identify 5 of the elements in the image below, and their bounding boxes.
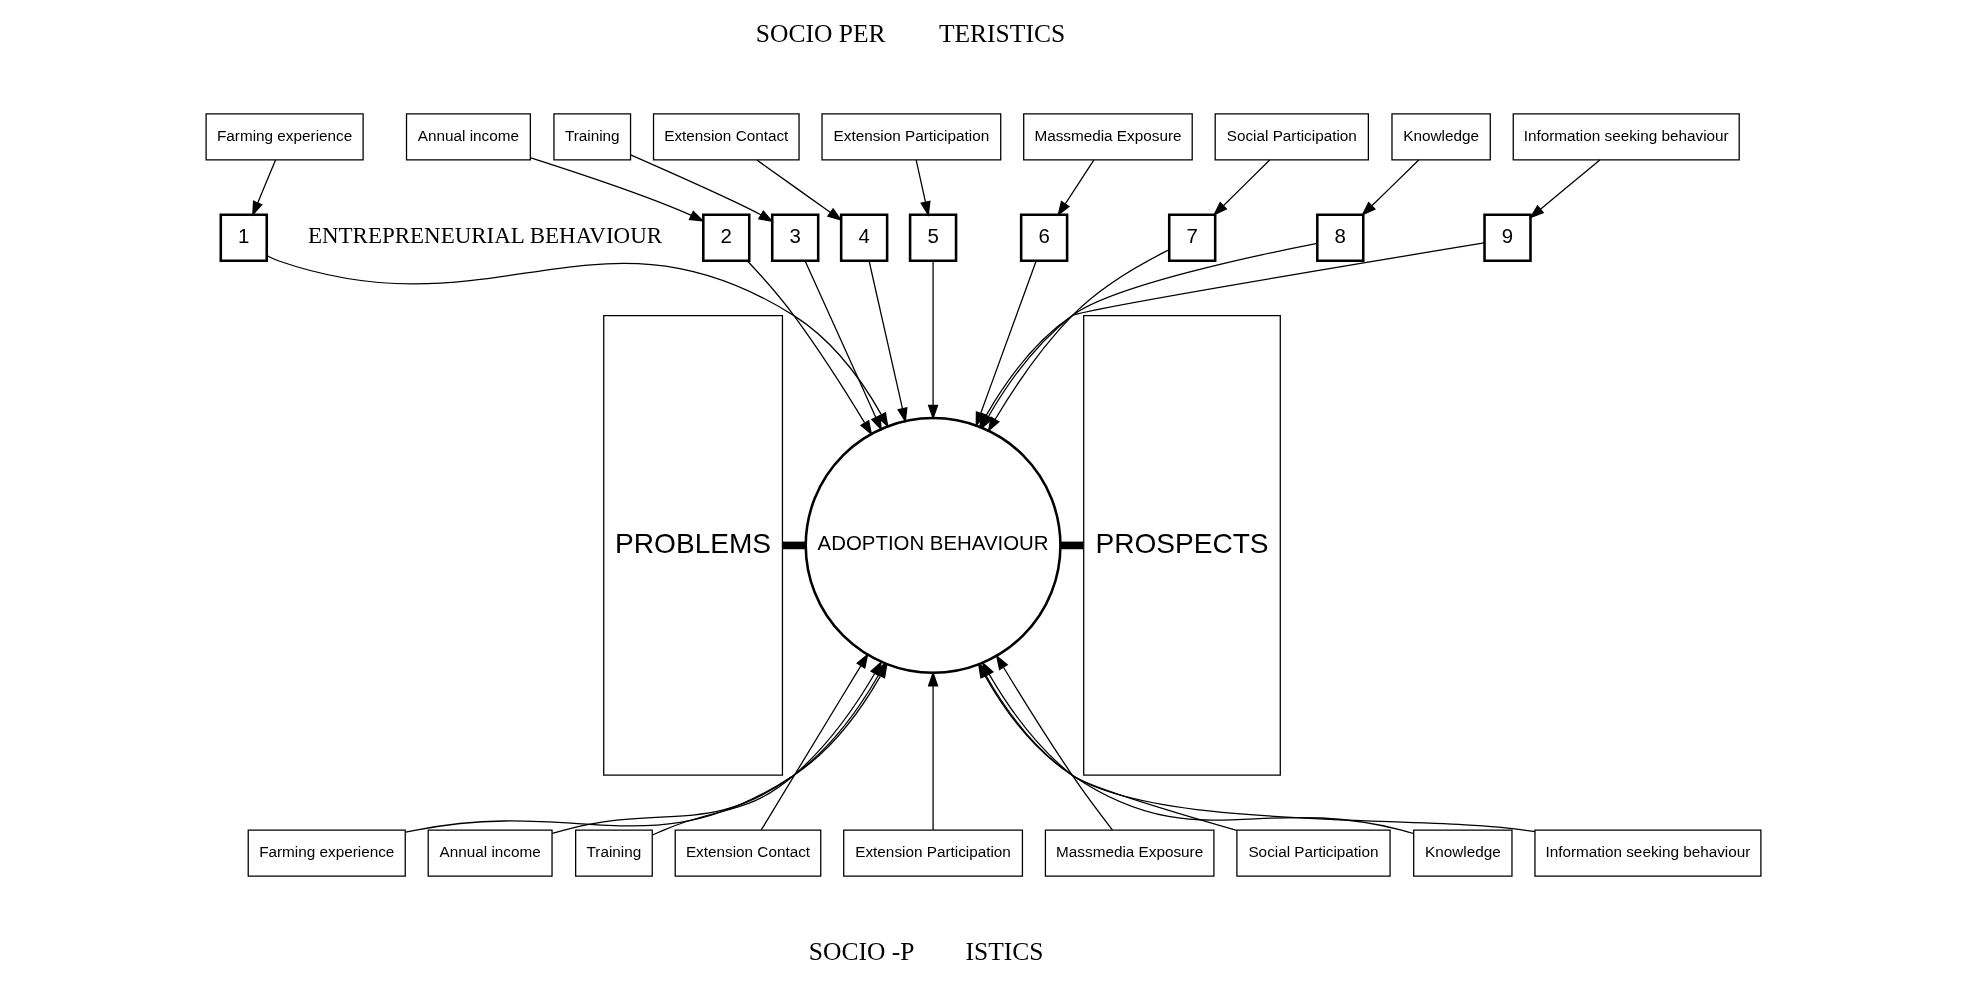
label: SOCIO -P [808,937,914,967]
label: TERISTICS [938,19,1065,49]
label: SOCIO PER [755,19,886,49]
label: ISTICS [965,937,1044,967]
label: ENTREPRENEURIAL BEHAVIOUR [307,223,662,249]
